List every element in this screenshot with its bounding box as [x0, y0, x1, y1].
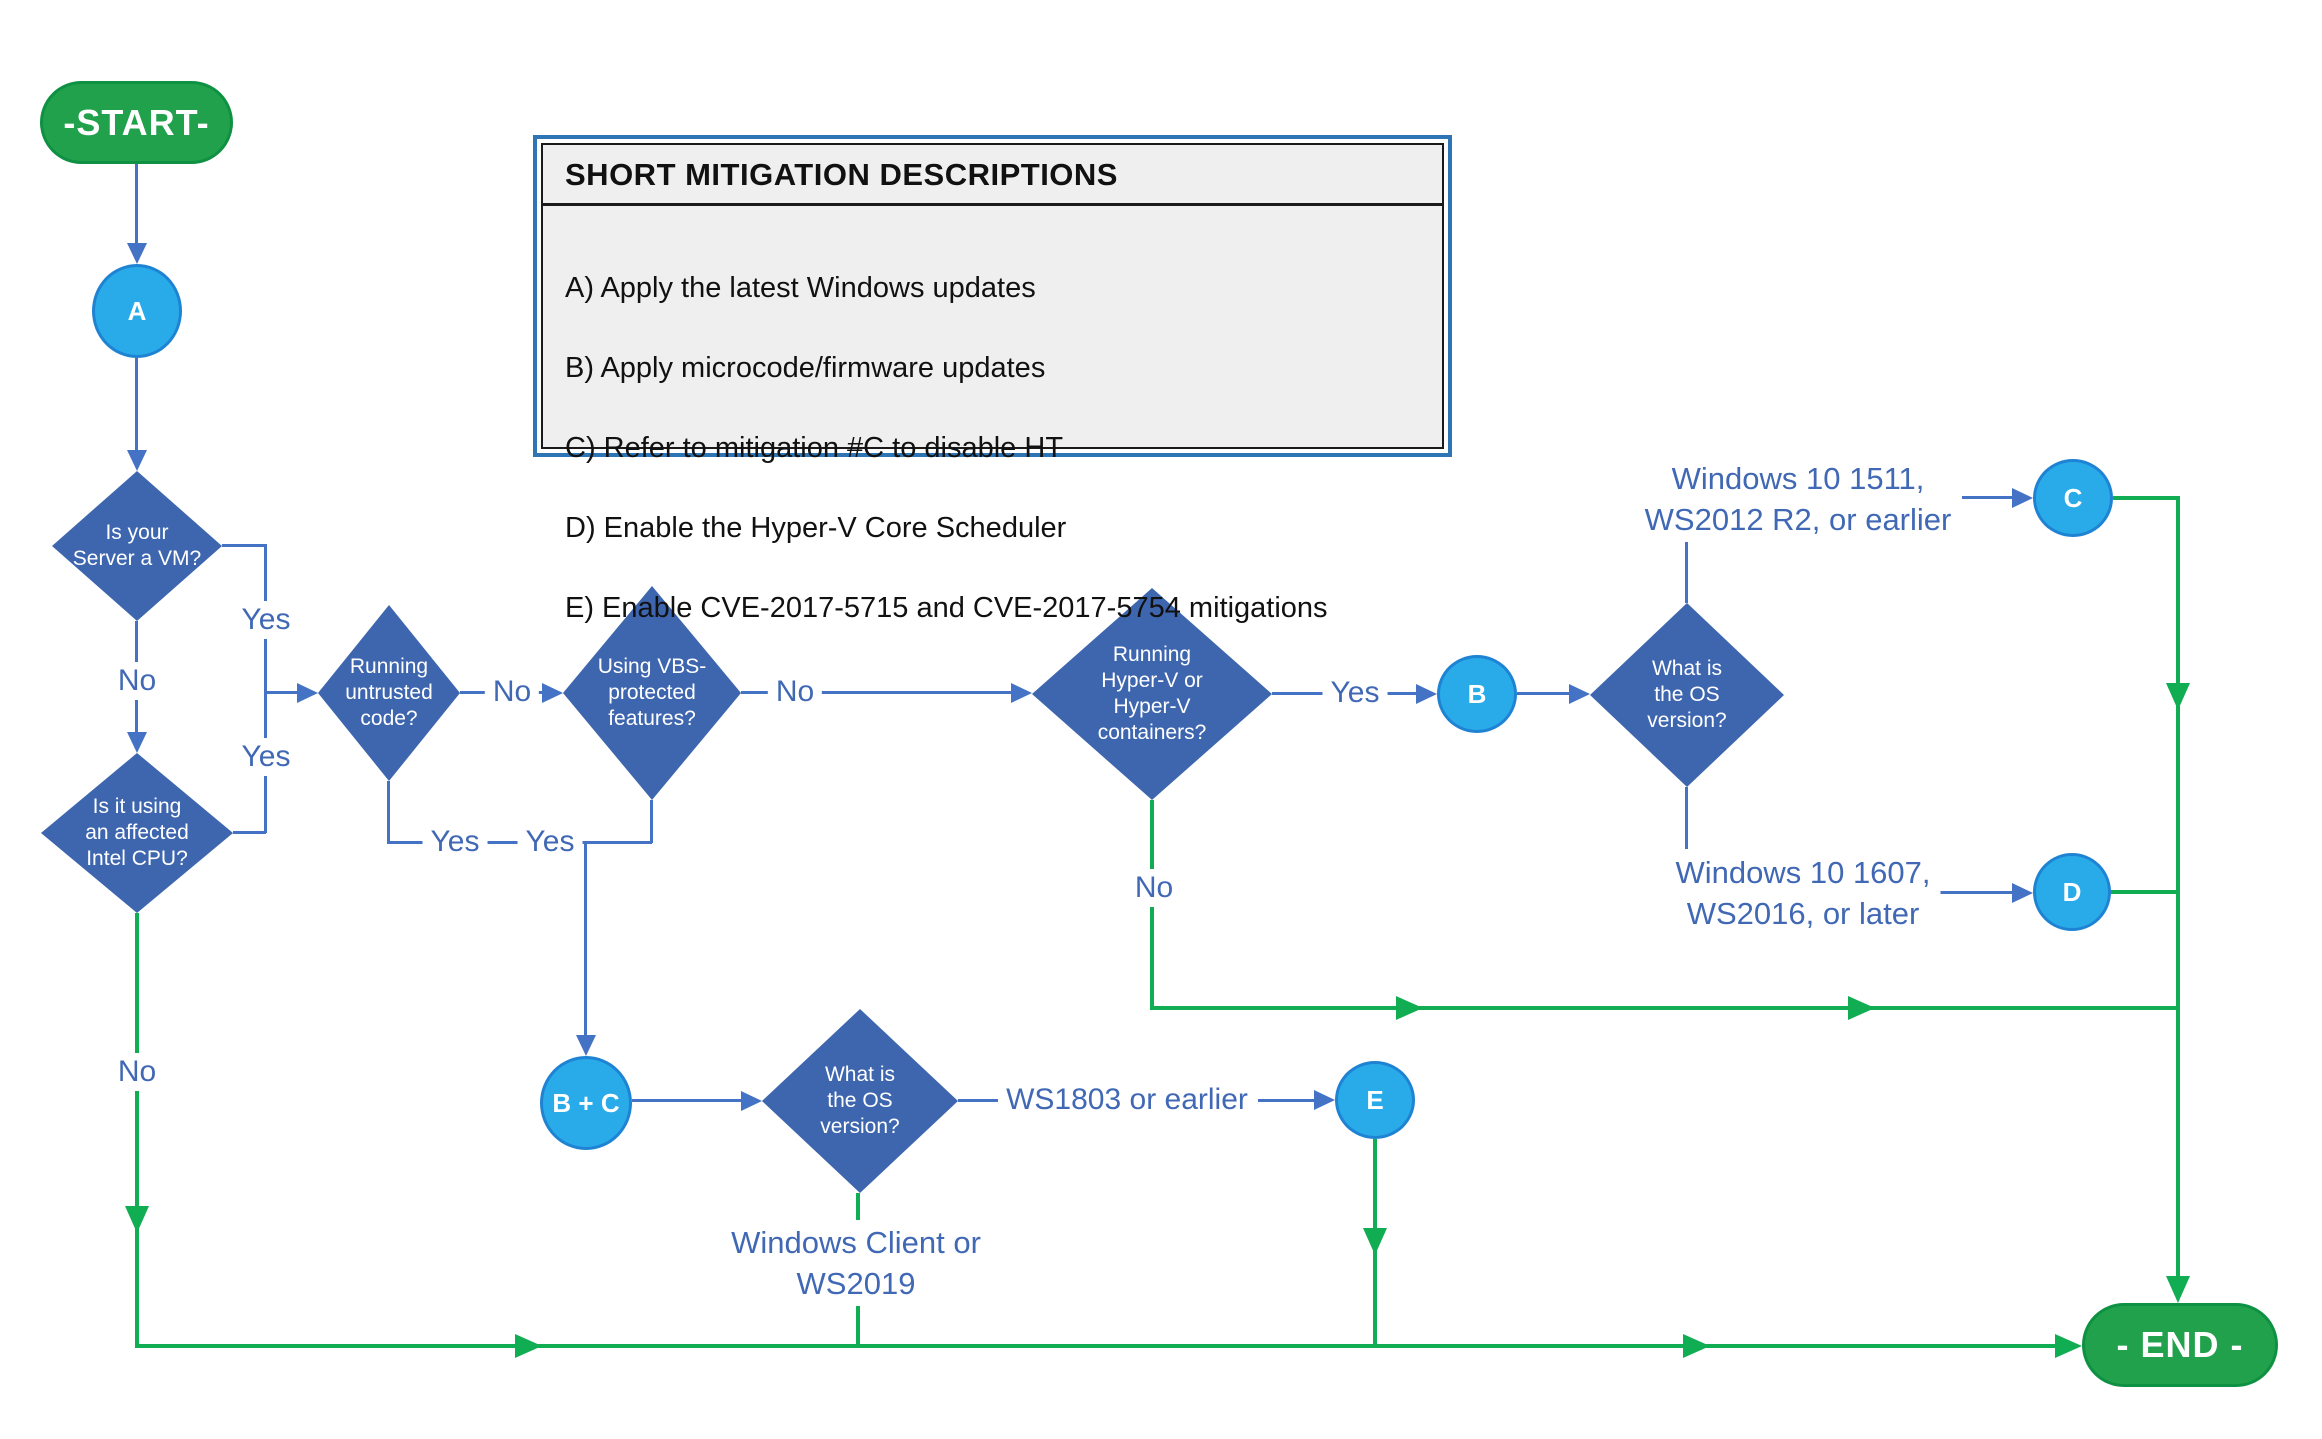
arrowhead-into-b [1416, 684, 1437, 704]
arrowhead-hyperv-no-mid-1 [1396, 996, 1423, 1020]
connector-bc-to-osversion2 [632, 1099, 747, 1102]
arrowhead-hyperv-no-mid-2 [1848, 996, 1875, 1020]
arrowhead-into-bc [576, 1035, 596, 1056]
decision-running-untrusted-code: Running untrusted code? [318, 605, 460, 781]
arrowhead-into-e [1314, 1090, 1335, 1110]
legend-item-c: C) Refer to mitigation #C to disable HT [565, 432, 1064, 464]
circle-b-label: B [1467, 678, 1487, 709]
label-no-vm: No [109, 662, 165, 700]
label-yes-hyperv: Yes [1322, 674, 1388, 712]
label-yes-vm: Yes [233, 601, 299, 639]
circle-a-label: A [127, 295, 147, 326]
connector-start-to-a [135, 164, 138, 246]
start-label: -START- [63, 101, 210, 143]
label-windows-client-ws2019: Windows Client or WS2019 [721, 1220, 991, 1306]
circle-c-label: C [2063, 482, 2083, 513]
arrowhead-into-untrusted [297, 683, 318, 703]
decision-affected-intel-cpu: Is it using an affected Intel CPU? [41, 753, 233, 913]
flow-osversion2-down [856, 1193, 860, 1223]
decision-os-version-lower-text: What is the OS version? [820, 1063, 900, 1138]
arrowhead-e-down-mid [1363, 1228, 1387, 1255]
connector-untrusted-yes-down [387, 781, 390, 843]
decision-is-server-vm-text: Is your Server a VM? [72, 521, 202, 570]
arrowhead-cpu-no-mid [125, 1206, 149, 1233]
flow-right-vertical [2176, 496, 2180, 1296]
decision-os-version-lower: What is the OS version? [762, 1009, 958, 1193]
connector-1511-to-c [1962, 496, 2020, 499]
flow-bottom-line [135, 1344, 2067, 1348]
connector-vbs-yes-down [650, 800, 653, 843]
connector-cpu-right [233, 831, 266, 834]
arrowhead-bottom-mid-1 [515, 1334, 542, 1358]
mitigation-circle-c: C [2033, 459, 2113, 537]
connector-junction-to-untrusted [264, 691, 304, 694]
flow-d-right [2111, 890, 2180, 894]
mitigation-circle-b-plus-c: B + C [540, 1056, 632, 1150]
connector-osversion-down [1685, 787, 1688, 849]
flow-c-right [2113, 496, 2180, 500]
connector-label-to-e [1258, 1099, 1320, 1102]
connector-1607-to-d [1935, 891, 2020, 894]
circle-d-label: D [2062, 876, 2082, 907]
legend-items: A) Apply the latest Windows updates B) A… [543, 206, 1442, 668]
arrowhead-into-osversion2 [741, 1091, 762, 1111]
decision-is-server-vm: Is your Server a VM? [52, 471, 222, 621]
connector-yes-to-bc [584, 841, 587, 1038]
arrowhead-into-cpu [127, 732, 147, 753]
arrowhead-bottom-mid-2 [1683, 1334, 1710, 1358]
connector-osversion-up [1685, 540, 1688, 603]
arrowhead-into-isvm [127, 450, 147, 471]
decision-affected-intel-cpu-text: Is it using an affected Intel CPU? [85, 795, 189, 870]
decision-os-version-top: What is the OS version? [1590, 603, 1784, 787]
legend-inner: SHORT MITIGATION DESCRIPTIONS A) Apply t… [541, 143, 1444, 624]
arrowhead-into-c [2012, 488, 2033, 508]
connector-osversion2-to-label [958, 1099, 998, 1102]
decision-running-untrusted-code-text: Running untrusted code? [345, 655, 433, 730]
flow-winclient-down [856, 1300, 860, 1346]
end-terminator: - END - [2082, 1303, 2278, 1387]
label-no-hyperv: No [1126, 869, 1182, 907]
legend-item-e: E) Enable CVE-2017-5715 and CVE-2017-575… [565, 592, 1328, 624]
label-ws1803-or-earlier: WS1803 or earlier [998, 1081, 1256, 1119]
decision-os-version-top-text: What is the OS version? [1647, 657, 1727, 732]
connector-a-to-isvm [135, 358, 138, 453]
arrowhead-into-vbs [542, 683, 563, 703]
arrowhead-right-vertical-mid [2166, 683, 2190, 710]
mitigation-circle-e: E [1335, 1061, 1415, 1139]
decision-running-hyperv-text: Running Hyper-V or Hyper-V containers? [1097, 643, 1207, 744]
legend-item-a: A) Apply the latest Windows updates [565, 272, 1036, 304]
decision-vbs-protected-features-text: Using VBS- protected features? [597, 655, 707, 730]
legend-box: SHORT MITIGATION DESCRIPTIONS A) Apply t… [533, 135, 1452, 624]
circle-bc-label: B + C [552, 1087, 620, 1118]
arrowhead-into-end-top [2166, 1276, 2190, 1303]
connector-b-to-osversion [1517, 692, 1577, 695]
flow-hyperv-no-right [1150, 1006, 2180, 1010]
connector-yes-junction [264, 544, 267, 833]
label-no-untrusted: No [484, 673, 540, 711]
start-terminator: -START- [40, 81, 233, 164]
label-yes-untrusted: Yes [422, 823, 488, 861]
circle-e-label: E [1366, 1084, 1384, 1115]
flow-cpu-no-down [135, 913, 139, 1346]
mitigation-circle-b: B [1437, 655, 1517, 733]
connector-isvm-right [222, 544, 266, 547]
label-no-vbs: No [767, 673, 823, 711]
legend-title: SHORT MITIGATION DESCRIPTIONS [543, 145, 1442, 206]
mitigation-circle-a: A [92, 264, 182, 358]
label-windows-10-1607: Windows 10 1607, WS2016, or later [1665, 850, 1941, 936]
arrowhead-into-a [127, 243, 147, 264]
label-yes-vbs: Yes [517, 823, 583, 861]
connector-vbs-to-hyperv [741, 691, 1019, 694]
arrowhead-into-hyperv [1011, 683, 1032, 703]
arrowhead-into-osversion [1569, 684, 1590, 704]
label-yes-cpu: Yes [233, 738, 299, 776]
arrowhead-into-d [2012, 883, 2033, 903]
mitigation-circle-d: D [2033, 853, 2111, 931]
label-windows-10-1511: Windows 10 1511, WS2012 R2, or earlier [1634, 456, 1962, 542]
arrowhead-into-end-left [2055, 1334, 2082, 1358]
legend-item-d: D) Enable the Hyper-V Core Scheduler [565, 512, 1067, 544]
end-label: - END - [2116, 1324, 2244, 1365]
legend-item-b: B) Apply microcode/firmware updates [565, 352, 1046, 384]
label-no-cpu-bottom: No [109, 1053, 165, 1091]
